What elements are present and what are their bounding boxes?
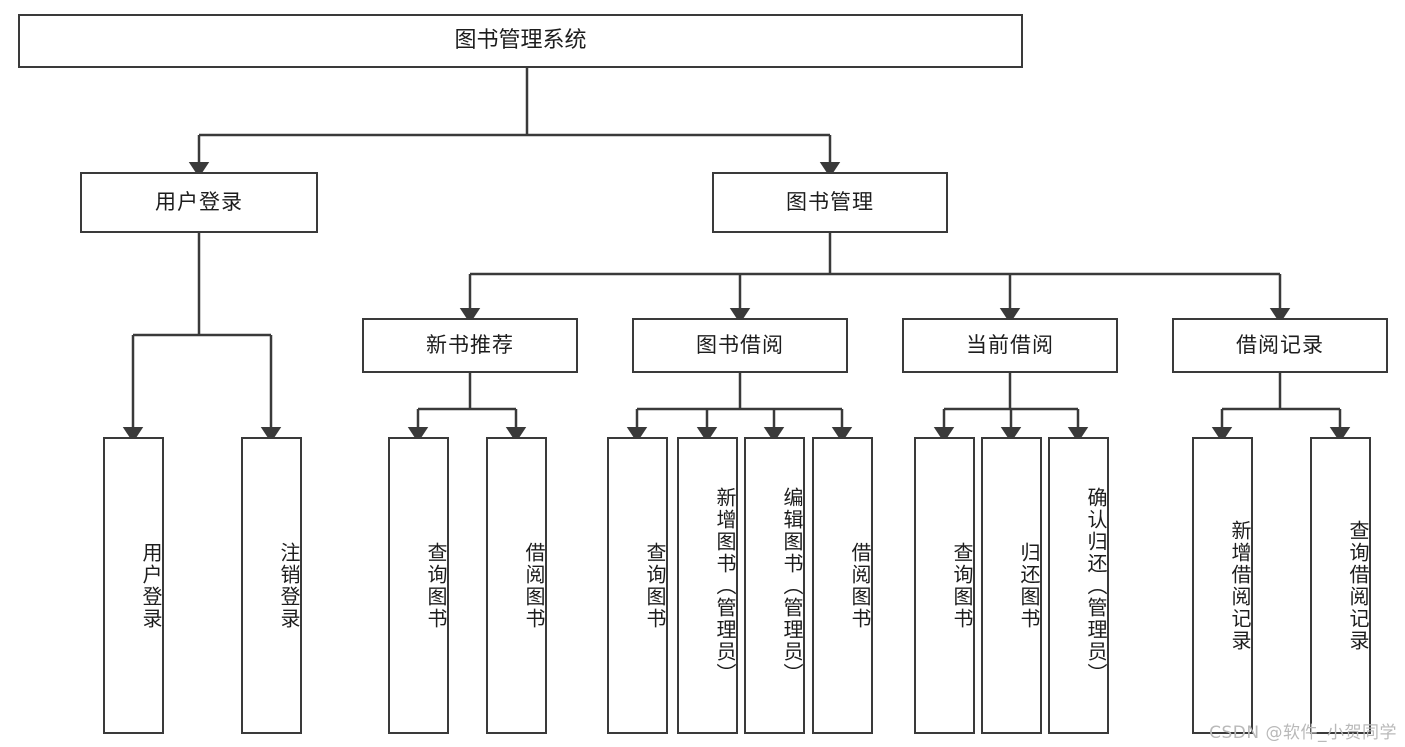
node-leaf-11-label: 新增借阅记录 bbox=[1228, 519, 1252, 652]
node-leaf-2-label: 查询图书 bbox=[424, 541, 448, 630]
node-leaf-0[interactable]: 用户登录 bbox=[103, 437, 164, 734]
node-level2-1-label: 图书借阅 bbox=[696, 333, 784, 358]
node-level1-1-label: 图书管理 bbox=[786, 190, 874, 215]
node-leaf-10-label: 确认归还（管理员） bbox=[1084, 486, 1108, 685]
node-leaf-1-label: 注销登录 bbox=[277, 541, 301, 630]
node-leaf-9[interactable]: 归还图书 bbox=[981, 437, 1042, 734]
node-leaf-1[interactable]: 注销登录 bbox=[241, 437, 302, 734]
node-leaf-11[interactable]: 新增借阅记录 bbox=[1192, 437, 1253, 734]
node-leaf-10[interactable]: 确认归还（管理员） bbox=[1048, 437, 1109, 734]
node-leaf-4[interactable]: 查询图书 bbox=[607, 437, 668, 734]
node-level2-3-label: 借阅记录 bbox=[1236, 333, 1324, 358]
node-leaf-4-label: 查询图书 bbox=[643, 541, 667, 630]
node-leaf-5-label: 新增图书（管理员） bbox=[713, 486, 737, 685]
node-level1-0-label: 用户登录 bbox=[155, 190, 243, 215]
node-leaf-9-label: 归还图书 bbox=[1017, 541, 1041, 630]
node-level2-2-label: 当前借阅 bbox=[966, 333, 1054, 358]
node-leaf-8[interactable]: 查询图书 bbox=[914, 437, 975, 734]
node-leaf-8-label: 查询图书 bbox=[950, 541, 974, 630]
node-level2-3[interactable]: 借阅记录 bbox=[1172, 318, 1388, 373]
node-level2-0[interactable]: 新书推荐 bbox=[362, 318, 578, 373]
node-leaf-6-label: 编辑图书（管理员） bbox=[780, 486, 804, 685]
node-leaf-3[interactable]: 借阅图书 bbox=[486, 437, 547, 734]
node-leaf-12-label: 查询借阅记录 bbox=[1346, 519, 1370, 652]
node-level2-2[interactable]: 当前借阅 bbox=[902, 318, 1118, 373]
node-leaf-5[interactable]: 新增图书（管理员） bbox=[677, 437, 738, 734]
node-leaf-0-label: 用户登录 bbox=[139, 541, 163, 630]
node-level1-1[interactable]: 图书管理 bbox=[712, 172, 948, 233]
node-leaf-7-label: 借阅图书 bbox=[848, 541, 872, 630]
node-leaf-7[interactable]: 借阅图书 bbox=[812, 437, 873, 734]
node-leaf-3-label: 借阅图书 bbox=[522, 541, 546, 630]
node-root-label: 图书管理系统 bbox=[454, 28, 587, 54]
node-leaf-6[interactable]: 编辑图书（管理员） bbox=[744, 437, 805, 734]
node-level2-0-label: 新书推荐 bbox=[426, 333, 514, 358]
csdn-watermark: CSDN @软件_小贺同学 bbox=[1209, 723, 1397, 743]
node-root[interactable]: 图书管理系统 bbox=[18, 14, 1023, 68]
node-leaf-2[interactable]: 查询图书 bbox=[388, 437, 449, 734]
node-level1-0[interactable]: 用户登录 bbox=[80, 172, 318, 233]
node-leaf-12[interactable]: 查询借阅记录 bbox=[1310, 437, 1371, 734]
node-level2-1[interactable]: 图书借阅 bbox=[632, 318, 848, 373]
